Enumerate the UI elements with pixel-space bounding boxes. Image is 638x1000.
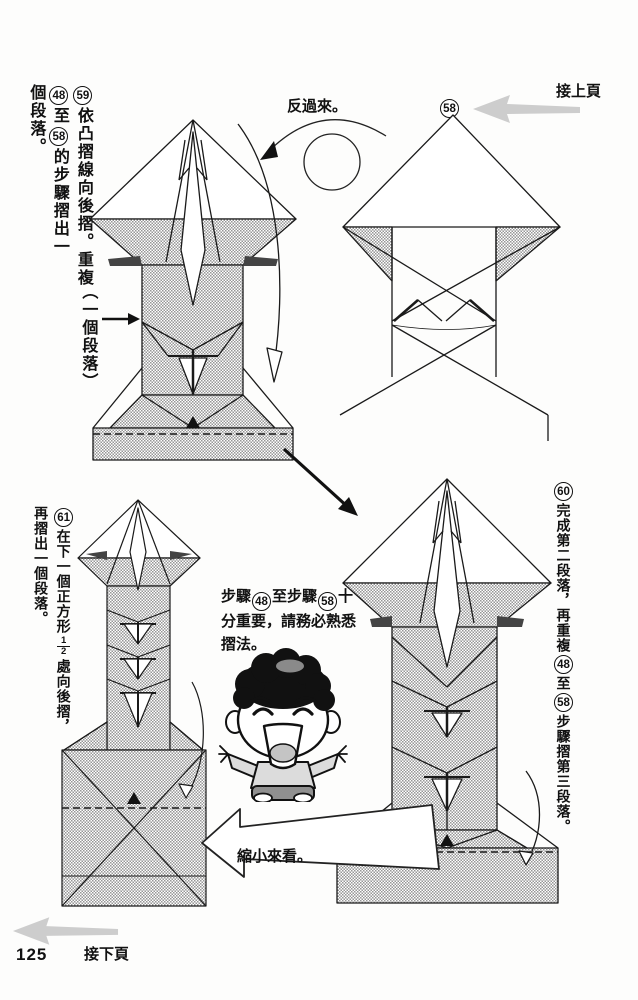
figure-step-badge: 58: [440, 99, 459, 118]
origami-step58-figure: [339, 114, 561, 441]
step-number-badge: 48: [554, 655, 573, 674]
zoom-out-arrow-icon: [201, 804, 440, 878]
one-section-label: （一個段落）: [79, 283, 97, 391]
step-60-instruction: 60完成第二段落，再重複48至58步驟摺第三段落。: [554, 480, 573, 834]
prev-page-label: 接上頁: [556, 83, 602, 100]
step-number-badge: 48: [252, 592, 272, 611]
step-number-badge: 58: [49, 127, 69, 146]
step-number-badge: 61: [54, 508, 74, 527]
next-page-arrow-icon: [12, 917, 119, 945]
step-61-col2: 再摺出一個段落。: [33, 506, 50, 626]
zoom-out-label: 縮小來看。: [237, 848, 313, 865]
step-number-badge: 58: [318, 592, 338, 611]
cartoon-character: [218, 648, 348, 802]
step-number-badge: 59: [73, 86, 93, 105]
turn-over-arrow-icon: [260, 119, 387, 191]
step-number-badge: 58: [554, 693, 573, 712]
origami-step59-figure: [89, 119, 297, 461]
page-number: 125: [16, 945, 48, 964]
prev-page-arrow-icon: [473, 95, 580, 123]
step-59-col3: 個段落。: [27, 84, 45, 156]
next-step-arrow-icon: [282, 447, 358, 516]
step-59-instruction: 59依凸摺線向後摺。重複 48至58的步驟摺出一 個段落。: [26, 84, 93, 287]
step-number-badge: 60: [554, 482, 573, 501]
step-number-badge: 48: [49, 86, 69, 105]
step-59-col2: 48至58的步驟摺出一: [49, 84, 69, 287]
turn-over-label: 反過來。: [287, 98, 348, 115]
one-section-arrow-icon: [102, 313, 140, 325]
step-60-col1: 60完成第二段落，再重複48至58步驟摺第三段落。: [554, 480, 573, 834]
next-page-label: 接下頁: [84, 946, 130, 963]
origami-step61-figure: [61, 499, 207, 907]
step-59-col1: 59依凸摺線向後摺。重複: [73, 84, 93, 287]
